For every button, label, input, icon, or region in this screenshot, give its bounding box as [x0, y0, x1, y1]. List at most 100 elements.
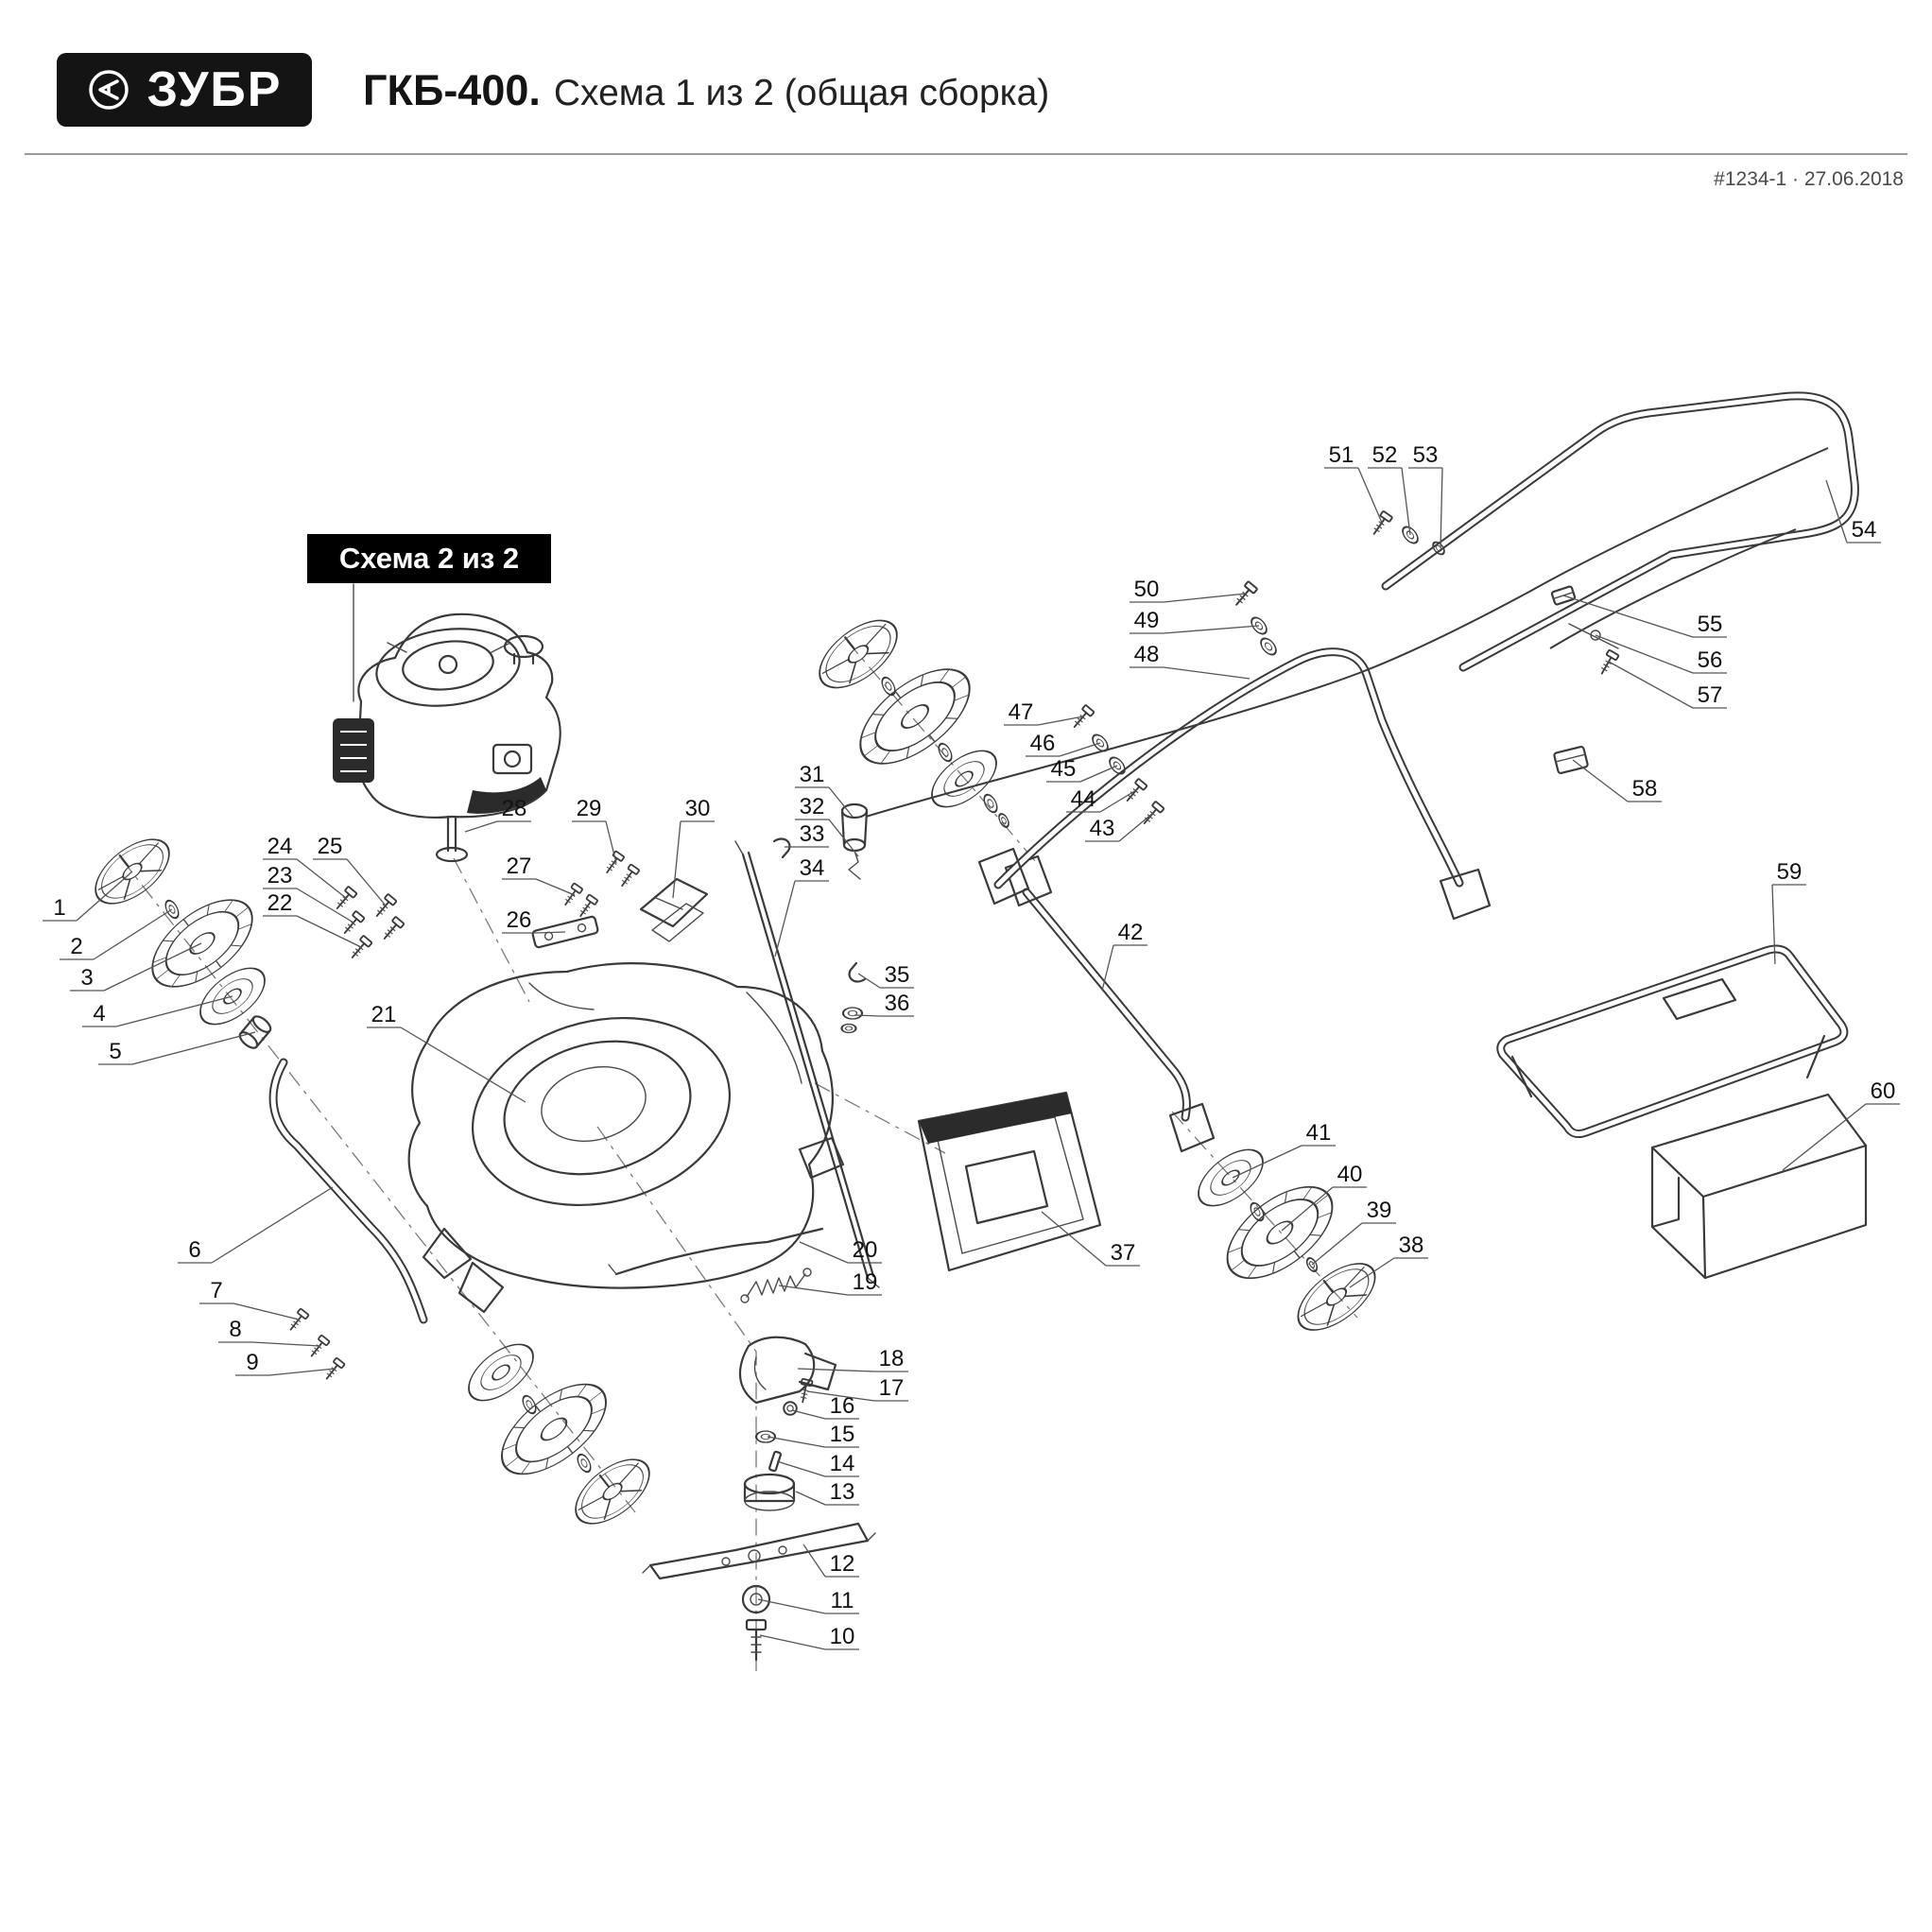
part-callout-57: 57	[1608, 661, 1727, 709]
part-number-39: 39	[1367, 1198, 1392, 1223]
part-callout-9: 9	[235, 1350, 336, 1376]
part-number-5: 5	[109, 1039, 121, 1064]
schema-subtitle: Схема 1 из 2 (общая сборка)	[553, 73, 1050, 113]
part-number-19: 19	[853, 1269, 878, 1295]
part-callout-42: 42	[1101, 920, 1147, 992]
part-callout-51: 51	[1324, 442, 1383, 524]
part-number-37: 37	[1111, 1240, 1136, 1266]
part-number-8: 8	[229, 1317, 241, 1342]
part-callout-39: 39	[1311, 1198, 1396, 1266]
part-number-12: 12	[830, 1551, 855, 1577]
part-number-54: 54	[1852, 517, 1877, 543]
part-number-47: 47	[1009, 699, 1034, 725]
part-number-58: 58	[1632, 776, 1658, 802]
part-callout-49: 49	[1130, 608, 1260, 634]
link-rod-illustration	[734, 840, 880, 1288]
part-callout-29: 29	[572, 796, 617, 864]
part-callout-28: 28	[464, 796, 531, 833]
part-number-41: 41	[1306, 1120, 1332, 1146]
part-callout-27: 27	[502, 854, 576, 896]
part-callout-33: 33	[785, 821, 829, 848]
part-callout-30: 30	[672, 796, 715, 899]
part-callout-53: 53	[1408, 442, 1443, 549]
part-callout-36: 36	[854, 991, 914, 1017]
upper-handle-illustration	[865, 396, 1854, 818]
header-divider	[25, 153, 1907, 155]
part-callout-37: 37	[1041, 1211, 1140, 1267]
rear-flap-illustration	[917, 1091, 1102, 1272]
part-callout-58: 58	[1572, 759, 1662, 802]
blade-bolt-illustration	[745, 1618, 768, 1662]
part-number-46: 46	[1030, 731, 1056, 756]
part-callout-2: 2	[60, 908, 173, 960]
blade-washer-illustration	[741, 1584, 771, 1614]
part-callout-4: 4	[82, 995, 233, 1027]
part-number-36: 36	[885, 991, 910, 1016]
part-callout-56: 56	[1595, 634, 1727, 674]
part-callout-24: 24	[263, 834, 347, 899]
part-number-60: 60	[1871, 1078, 1896, 1104]
part-number-31: 31	[800, 762, 825, 787]
part-callout-26: 26	[502, 907, 566, 934]
part-number-32: 32	[800, 794, 825, 819]
part-callout-15: 15	[767, 1422, 859, 1448]
part-number-1: 1	[53, 895, 65, 921]
part-number-28: 28	[502, 796, 527, 821]
lower-handle-illustration	[977, 652, 1492, 921]
part-number-56: 56	[1698, 647, 1723, 673]
part-callout-19: 19	[778, 1269, 882, 1296]
blade-holder-illustration	[743, 1473, 796, 1511]
part-number-42: 42	[1118, 920, 1144, 945]
part-callout-34: 34	[774, 855, 829, 957]
blade-adapter-illustration	[738, 1336, 837, 1405]
zubr-logo-text: ЗУБР	[147, 62, 283, 117]
part-number-14: 14	[830, 1451, 855, 1476]
spring-illustration	[740, 1268, 812, 1303]
bag-frame-illustration	[1501, 949, 1844, 1134]
part-callout-12: 12	[802, 1544, 859, 1578]
part-callout-54: 54	[1825, 479, 1881, 543]
part-number-49: 49	[1134, 608, 1160, 633]
front-axle-illustration	[273, 1062, 423, 1320]
part-callout-18: 18	[797, 1346, 908, 1372]
part-callout-46: 46	[1026, 731, 1101, 757]
part-callout-44: 44	[1066, 786, 1137, 813]
part-number-9: 9	[246, 1350, 258, 1375]
doc-reference: #1234-1 · 27.06.2018	[1714, 168, 1904, 190]
part-callout-21: 21	[367, 1002, 526, 1103]
part-number-4: 4	[93, 1001, 105, 1026]
part-number-15: 15	[830, 1422, 855, 1447]
part-number-11: 11	[831, 1588, 854, 1613]
part-number-45: 45	[1051, 756, 1077, 782]
part-number-33: 33	[800, 821, 825, 847]
part-number-43: 43	[1090, 816, 1115, 841]
part-number-24: 24	[267, 834, 293, 859]
part-number-10: 10	[830, 1624, 855, 1649]
part-number-6: 6	[188, 1237, 200, 1263]
part-number-22: 22	[267, 890, 293, 916]
schema-2-badge[interactable]: Схема 2 из 2	[307, 534, 551, 583]
part-callout-32: 32	[795, 794, 859, 857]
part-callout-3: 3	[70, 942, 202, 992]
part-callout-60: 60	[1782, 1078, 1900, 1171]
part-callout-50: 50	[1130, 577, 1247, 603]
part-callout-17: 17	[806, 1375, 908, 1402]
part-callout-40: 40	[1281, 1162, 1367, 1232]
product-model: ГКБ-400.	[363, 66, 541, 114]
part-callout-6: 6	[178, 1186, 334, 1264]
clip-illustration	[1553, 745, 1589, 775]
part-callout-35: 35	[857, 962, 914, 989]
bracket-plate-illustrations	[531, 877, 709, 949]
part-callout-31: 31	[795, 762, 854, 818]
link-bar-illustration	[608, 1227, 824, 1276]
wheel-assembly-front-left	[83, 826, 276, 1037]
part-number-50: 50	[1134, 577, 1160, 602]
part-number-35: 35	[885, 962, 910, 988]
part-callout-48: 48	[1130, 642, 1251, 680]
engine-illustration	[333, 583, 561, 863]
part-callout-43: 43	[1085, 812, 1154, 842]
part-callout-7: 7	[199, 1278, 300, 1320]
blade-illustration	[642, 1522, 876, 1580]
